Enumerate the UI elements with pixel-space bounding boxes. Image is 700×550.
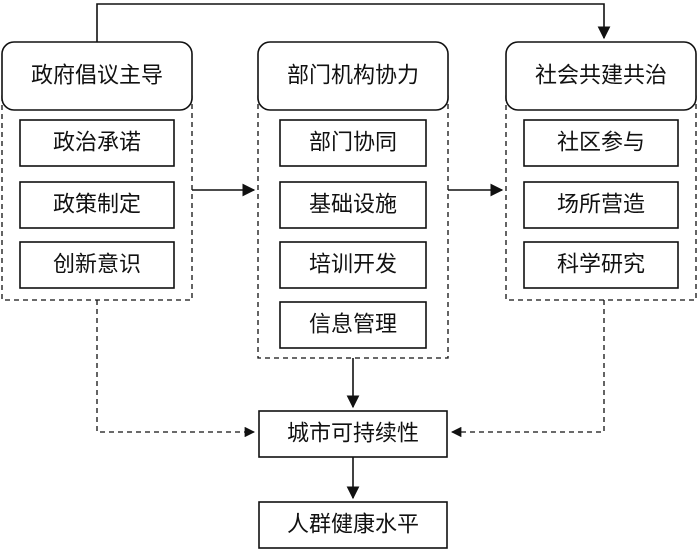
item-box-policy-making [19,181,175,229]
item-department-coordination: 部门协同 [309,131,397,156]
item-policy-making: 政策制定 [53,193,141,218]
dashed-arrow-government-to-sustainability [96,300,256,438]
item-place-making: 场所营造 [557,193,645,218]
column-government-title: 政府倡议主导 [31,64,163,89]
item-box-scientific-research [523,241,679,289]
column-society-header [505,41,697,111]
item-box-political-commitment [19,119,175,167]
column-departments-title: 部门机构协力 [287,64,419,89]
bottom-node-label: 人群健康水平 [287,513,419,538]
center-node-box [258,410,448,458]
item-innovation-awareness: 创新意识 [53,253,141,278]
item-box-innovation-awareness [19,241,175,289]
item-box-department-coordination [279,119,427,167]
column-government: 政府倡议主导 政治承诺 政策制定 创新意识 [1,41,193,301]
top-connector-arrow [96,3,611,42]
item-information-management: 信息管理 [309,313,397,338]
item-infrastructure: 基础设施 [309,193,397,218]
column-departments-header [257,41,449,111]
item-scientific-research: 科学研究 [557,253,645,278]
item-community-participation: 社区参与 [557,131,645,156]
item-box-place-making [523,181,679,229]
bottom-node-box [258,501,448,549]
item-box-training-development [279,241,427,289]
dashed-arrow-society-to-sustainability [450,300,605,438]
center-node-label: 城市可持续性 [287,422,419,447]
item-box-community-participation [523,119,679,167]
item-box-information-management [279,301,427,349]
column-departments: 部门机构协力 部门协同 基础设施 培训开发 信息管理 [257,41,449,359]
column-society: 社会共建共治 社区参与 场所营造 科学研究 [505,41,697,301]
column-society-title: 社会共建共治 [535,64,667,89]
item-political-commitment: 政治承诺 [53,131,141,156]
item-box-infrastructure [279,181,427,229]
item-training-development: 培训开发 [309,253,397,278]
